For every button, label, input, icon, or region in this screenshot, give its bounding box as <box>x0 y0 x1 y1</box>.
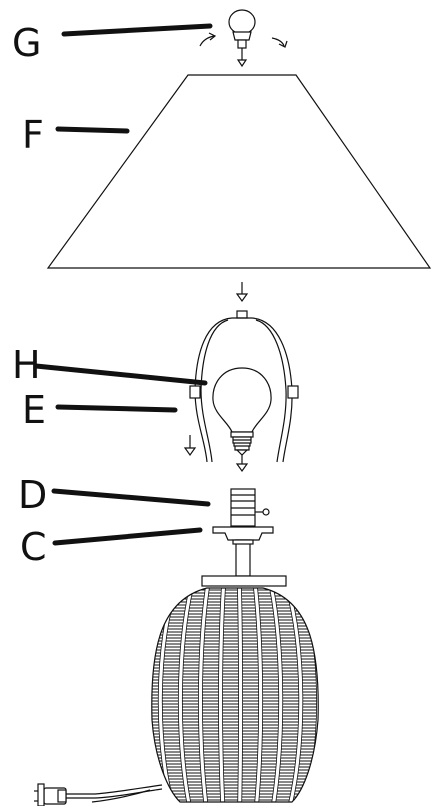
weave-rib <box>269 588 283 802</box>
power-cord <box>66 784 163 803</box>
socket <box>230 488 270 527</box>
weave-rib-edge <box>181 588 194 802</box>
lamp-shade <box>46 74 432 269</box>
weave-rib <box>253 588 263 802</box>
weave-rib-edge <box>289 588 304 802</box>
leader-line-e <box>55 404 178 413</box>
weave-rib <box>285 588 303 802</box>
label-d: D <box>18 473 47 517</box>
weave-rib <box>237 588 243 802</box>
weave-rib-edge <box>198 588 206 802</box>
harp <box>189 310 299 463</box>
weave-rib-edge <box>241 588 243 802</box>
weave-rib-edge <box>202 588 210 802</box>
weave-rib-edge <box>222 588 226 802</box>
down-arrow-icon <box>235 282 249 303</box>
weave-rib <box>198 588 210 802</box>
harp-saddle <box>212 526 274 577</box>
weave-rib-edge <box>237 588 239 802</box>
leader-line-c <box>52 527 203 546</box>
down-arrow-icon <box>183 435 197 457</box>
rotate-right-icon <box>271 37 288 48</box>
lamp-base <box>151 575 319 803</box>
weave-rib <box>178 588 194 802</box>
leader-line-f <box>55 126 130 134</box>
label-h: H <box>12 343 41 387</box>
weave-rib-edge <box>177 588 190 802</box>
weave-rib-edge <box>257 588 264 802</box>
label-f: F <box>22 113 44 157</box>
label-c: C <box>20 525 47 569</box>
weave-rib-edge <box>218 588 222 802</box>
label-e: E <box>22 388 46 432</box>
leader-line-d <box>51 488 211 507</box>
weave-rib-edge <box>273 588 284 802</box>
plug <box>34 783 67 806</box>
light-bulb <box>212 367 272 473</box>
finial <box>228 9 256 68</box>
leader-line-h <box>33 363 208 386</box>
rotate-left-icon <box>199 32 217 47</box>
weave-rib-edge <box>253 588 260 802</box>
weave-rib-edge <box>285 588 300 802</box>
weave-rib-edge <box>269 588 280 802</box>
weave-rib <box>218 588 226 802</box>
label-g: G <box>12 21 41 65</box>
leader-line-g <box>61 23 213 37</box>
